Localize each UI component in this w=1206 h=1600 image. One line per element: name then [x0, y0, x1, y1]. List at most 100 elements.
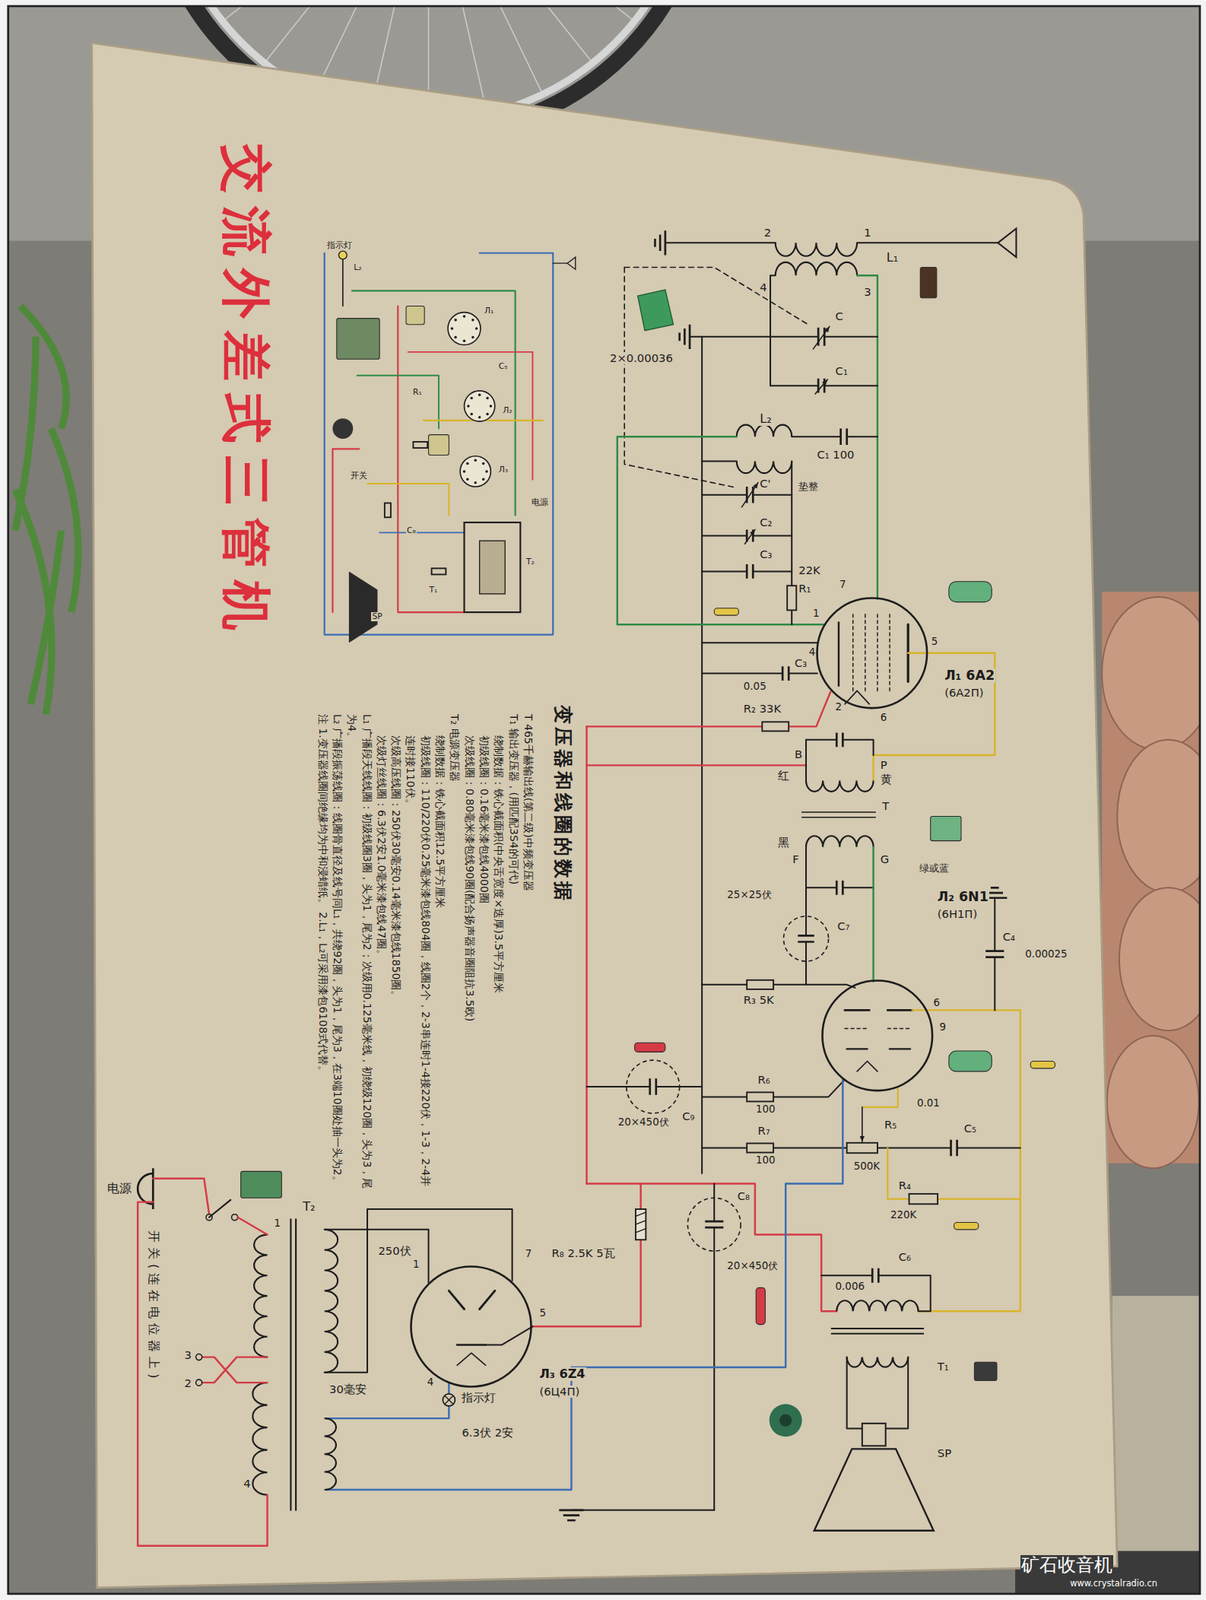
capacitor-gap [872, 1268, 879, 1283]
capacitor-symbol [797, 935, 814, 942]
wire [887, 1148, 1020, 1200]
wire [587, 1085, 703, 1088]
capacitor-symbol [782, 666, 789, 681]
resistor-symbol [431, 568, 447, 575]
wiring-label: C₅ [498, 361, 509, 372]
indicator-lamp [442, 1393, 455, 1406]
tube-socket [460, 456, 491, 487]
component-label: 4 [426, 1377, 435, 1389]
capacitor-picture [634, 1042, 666, 1052]
resistor-symbol [761, 721, 789, 731]
wheel-spoke [264, 6, 429, 64]
wire [552, 263, 568, 264]
socket-pin [450, 326, 454, 330]
wire [831, 1332, 924, 1335]
wire [872, 847, 874, 982]
wheel-spoke [428, 6, 543, 95]
tube-picture [948, 581, 992, 603]
component-label: 电源 [106, 1181, 133, 1196]
note-line: T₁ 输出变压器，(用匹配3S4的可代) [506, 714, 521, 1194]
resistor-symbol [746, 1091, 774, 1102]
wire [889, 1047, 911, 1050]
watermark: 矿石收音机 [1020, 1555, 1114, 1576]
capacitor-gap [985, 951, 1004, 958]
socket-pin [482, 462, 485, 465]
component-label: 2 [763, 226, 772, 239]
wire [587, 691, 832, 727]
capacitor-picture [755, 1287, 765, 1324]
capacitor-symbol [746, 564, 753, 579]
speaker [349, 571, 378, 643]
capacitor-symbol [704, 1221, 724, 1228]
tube-outline [815, 596, 929, 710]
socket-pin [469, 412, 473, 416]
coil-symbol [736, 460, 792, 473]
wire [877, 1147, 1021, 1149]
tube-type-label: Л₂ 6N1 [936, 889, 990, 905]
component-label: 7 [838, 579, 848, 591]
component-label: C₂ [758, 516, 773, 529]
socket-pin [453, 336, 457, 339]
tube-envelope [817, 597, 928, 708]
component-label: 1 [412, 1259, 421, 1271]
speaker-cone [814, 1448, 934, 1530]
component-label: C₁ 100 [815, 448, 855, 461]
component-label: 4 [758, 281, 768, 294]
wire [444, 1396, 454, 1405]
note-line: 次级高压线圈：250伏30毫安0.14毫米漆包线1850圈。 [388, 714, 404, 1194]
component-label: R₁ [797, 582, 812, 595]
wire [888, 614, 890, 695]
wire [831, 1327, 924, 1330]
component-label: 绿或蓝 [918, 863, 950, 875]
component-label: 500K [853, 1161, 881, 1173]
finger [1117, 739, 1200, 893]
capacitor-gap [841, 428, 848, 445]
resistor-picture [954, 1221, 979, 1229]
electrolytic-outline [687, 1197, 741, 1251]
wire [326, 1383, 449, 1419]
wire [324, 1209, 513, 1373]
paper-sheet [92, 42, 1118, 1587]
arrow-head [821, 379, 828, 386]
tube-envelope [822, 980, 934, 1092]
antenna-symbol [567, 257, 576, 270]
wiring-label: Л₁ [483, 306, 495, 316]
component-label: 7 [524, 1248, 534, 1260]
component-label: 0.006 [834, 1281, 866, 1293]
component-label: SP [936, 1447, 953, 1460]
component-label: R₈ 2.5K 5瓦 [551, 1247, 616, 1260]
gang-capacitor-picture [637, 289, 674, 331]
wire [379, 531, 464, 534]
coil-symbol [836, 1300, 918, 1311]
wire [856, 1060, 878, 1071]
resistor-symbol [787, 585, 797, 610]
finger [1119, 887, 1200, 1031]
if-can-picture [930, 815, 962, 841]
wiring-label: 指示灯 [326, 241, 353, 251]
wire [238, 1217, 268, 1235]
power-transformer [464, 522, 521, 613]
tube-type-label: (6Ц4П) [538, 1385, 581, 1398]
wire [876, 614, 878, 695]
speaker-picture [769, 1403, 803, 1437]
tube-type-label: (6A2П) [943, 686, 984, 699]
component-label: 3 [863, 285, 872, 299]
section-heading: 变压器和线圈的数据 [552, 704, 575, 927]
component-label: T₂ [301, 1199, 316, 1214]
component-label: C [834, 310, 845, 323]
arrow-head [752, 482, 759, 489]
coil-symbol [252, 1382, 267, 1495]
component-label: B [793, 748, 803, 761]
wiring-label: T₁ [428, 585, 439, 595]
wire [457, 1343, 486, 1346]
power-plug [137, 1167, 153, 1210]
terminal [196, 1379, 203, 1386]
note-line: 次级线圈：0.80毫米漆包线90圈(配合扬声器音圈阻抗3.5欧) [462, 714, 477, 1194]
capacitor-gap [951, 1139, 958, 1156]
component-label: 22K [797, 564, 821, 577]
socket-pin [471, 318, 474, 321]
socket-pin [474, 481, 477, 484]
note-line: L₁ 广播段天线线圈：初级线圈3圈，头为1，尾为2；次级用0.125毫米线，初绕… [344, 714, 375, 1194]
